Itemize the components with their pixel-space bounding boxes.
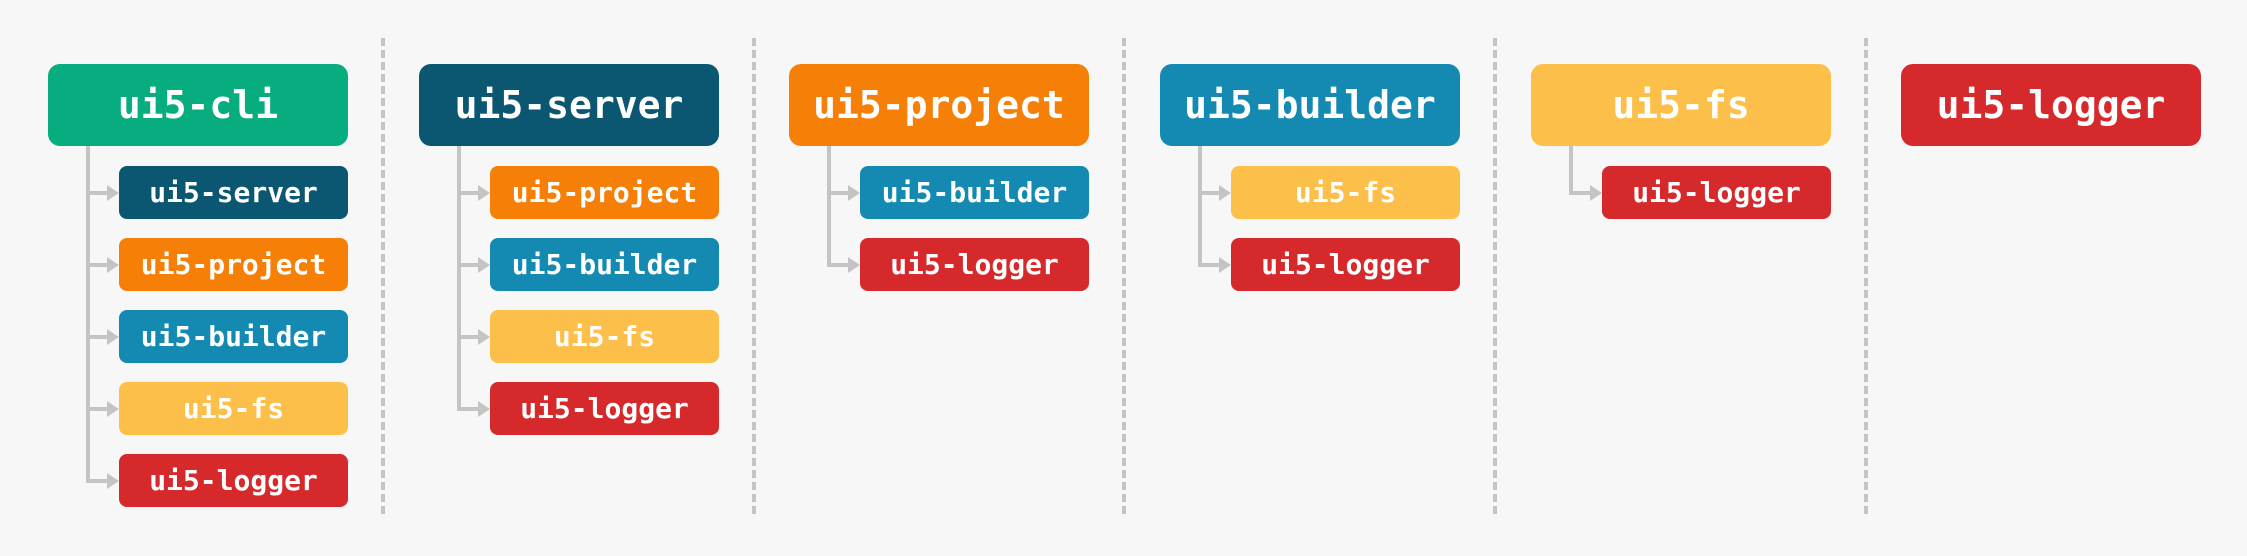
connector-branch	[1198, 262, 1220, 267]
dependency-ui5-builder: ui5-builder	[860, 166, 1089, 219]
dependency-ui5-logger: ui5-logger	[860, 238, 1089, 291]
connector-branch	[86, 406, 108, 411]
connector-line	[1569, 146, 1573, 195]
arrow-head	[107, 400, 119, 417]
connector-branch	[86, 478, 108, 483]
dependency-ui5-fs: ui5-fs	[490, 310, 719, 363]
module-column-ui5-cli: ui5-cli ui5-server ui5-project ui5-builder u…	[48, 0, 348, 556]
module-box-ui5-cli: ui5-cli	[48, 64, 348, 146]
connector-branch	[1198, 190, 1220, 195]
connector-branch	[457, 262, 479, 267]
connector-branch	[827, 262, 849, 267]
module-box-ui5-server: ui5-server	[419, 64, 719, 146]
module-box-ui5-builder: ui5-builder	[1160, 64, 1460, 146]
arrow-head	[107, 184, 119, 201]
module-column-ui5-server: ui5-server ui5-project ui5-builder ui5-fs ui…	[419, 0, 719, 556]
connector-branch	[457, 406, 479, 411]
column-separator	[1493, 38, 1497, 514]
module-box-ui5-logger: ui5-logger	[1901, 64, 2201, 146]
module-column-ui5-fs: ui5-fs ui5-logger	[1531, 0, 1831, 556]
connector-line	[86, 146, 90, 483]
arrow-head	[478, 328, 490, 345]
dependency-ui5-logger: ui5-logger	[119, 454, 348, 507]
arrow-head	[1590, 184, 1602, 201]
column-separator	[381, 38, 385, 514]
column-separator	[1122, 38, 1126, 514]
dependency-ui5-project: ui5-project	[490, 166, 719, 219]
connector-branch	[457, 190, 479, 195]
column-separator	[752, 38, 756, 514]
arrow-head	[107, 472, 119, 489]
column-separator	[1864, 38, 1868, 514]
dependency-ui5-project: ui5-project	[119, 238, 348, 291]
connector-branch	[86, 334, 108, 339]
module-column-ui5-logger: ui5-logger	[1901, 0, 2201, 556]
arrow-head	[478, 184, 490, 201]
arrow-head	[1219, 184, 1231, 201]
arrow-head	[848, 184, 860, 201]
dependency-ui5-logger: ui5-logger	[1231, 238, 1460, 291]
module-column-ui5-project: ui5-project ui5-builder ui5-logger	[789, 0, 1089, 556]
dependency-ui5-logger: ui5-logger	[490, 382, 719, 435]
module-box-ui5-project: ui5-project	[789, 64, 1089, 146]
dependency-ui5-builder: ui5-builder	[490, 238, 719, 291]
dependency-ui5-logger: ui5-logger	[1602, 166, 1831, 219]
dependency-ui5-builder: ui5-builder	[119, 310, 348, 363]
dependency-ui5-fs: ui5-fs	[119, 382, 348, 435]
dependency-ui5-server: ui5-server	[119, 166, 348, 219]
arrow-head	[478, 400, 490, 417]
connector-line	[827, 146, 831, 267]
module-box-ui5-fs: ui5-fs	[1531, 64, 1831, 146]
connector-branch	[86, 262, 108, 267]
connector-branch	[457, 334, 479, 339]
arrow-head	[478, 256, 490, 273]
connector-line	[1198, 146, 1202, 267]
module-column-ui5-builder: ui5-builder ui5-fs ui5-logger	[1160, 0, 1460, 556]
connector-branch	[86, 190, 108, 195]
connector-branch	[1569, 190, 1591, 195]
connector-line	[457, 146, 461, 411]
dependency-ui5-fs: ui5-fs	[1231, 166, 1460, 219]
arrow-head	[107, 328, 119, 345]
arrow-head	[107, 256, 119, 273]
arrow-head	[848, 256, 860, 273]
arrow-head	[1219, 256, 1231, 273]
connector-branch	[827, 190, 849, 195]
